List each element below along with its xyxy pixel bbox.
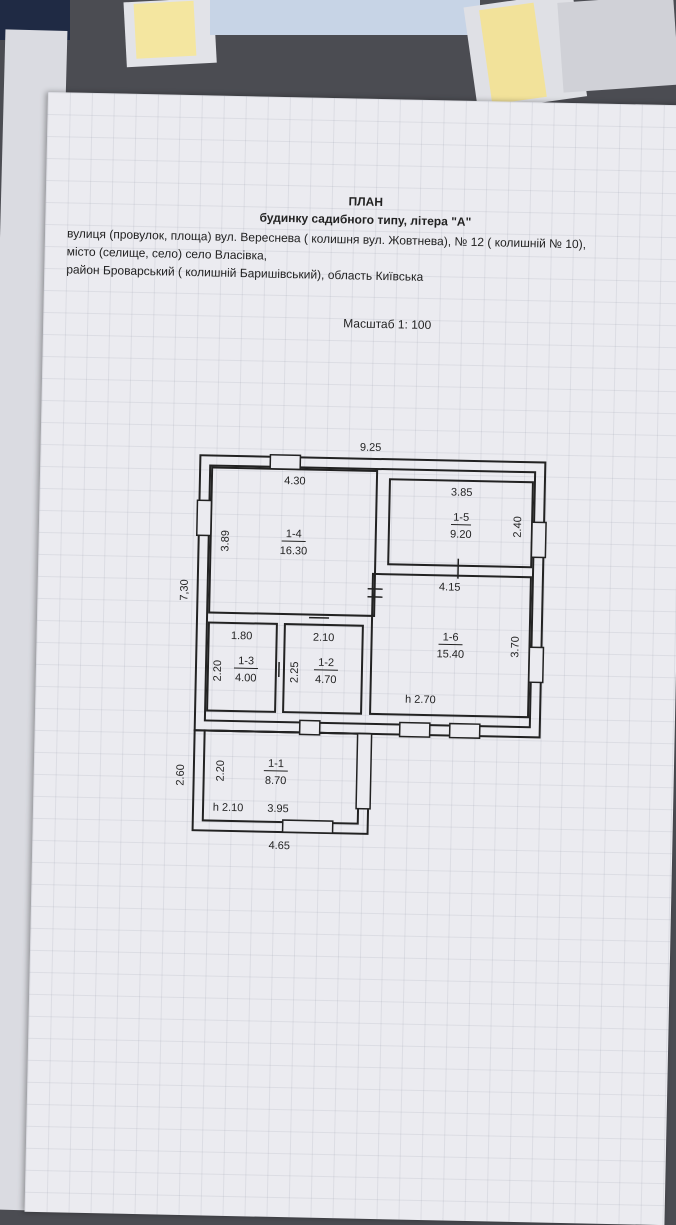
ornament-strip-left	[134, 1, 197, 59]
room-1-6-fraction-line	[439, 644, 463, 645]
room-1-5-length: 2.40	[512, 516, 524, 538]
room-1-4-width: 4.30	[284, 475, 306, 487]
porch-width-label: 4.65	[268, 840, 290, 852]
room-1-1-id: 1-1	[268, 758, 284, 770]
window-porch-bottom	[283, 820, 333, 833]
overall-width-label: 9.25	[360, 442, 382, 454]
room-1-4-length: 3.89	[219, 530, 231, 552]
window-bottom-1	[400, 723, 430, 738]
room-1-4-area: 16.30	[280, 545, 308, 558]
room-1-1-fraction-line	[264, 771, 288, 772]
room-1-1-length: 2.20	[215, 760, 227, 782]
window-left	[197, 500, 212, 535]
room-1-3-width: 1.80	[231, 630, 253, 642]
room-1-6-outline	[370, 574, 531, 717]
room-1-6-width: 4.15	[439, 581, 461, 593]
room-1-2-width: 2.10	[313, 632, 335, 644]
blue-card	[210, 0, 480, 35]
room-1-4-fraction-line	[282, 541, 306, 542]
room-1-3-length: 2.20	[212, 660, 224, 682]
room-1-1-ceiling: h 2.10	[213, 802, 244, 815]
room-1-4-id: 1-4	[286, 528, 302, 540]
room-1-2-fraction-line	[314, 670, 338, 671]
room-1-2-area: 4.70	[315, 674, 337, 686]
window-right-1-5	[531, 522, 546, 557]
plastic-sleeve-far	[557, 0, 676, 93]
porch-height-label: 2.60	[175, 764, 187, 786]
room-1-3-id: 1-3	[238, 655, 254, 667]
room-1-3-area: 4.00	[235, 672, 257, 684]
photo-scene: ПЛАН будинку садибного типу, літера "А" …	[0, 0, 676, 1200]
window-bottom-1-2	[300, 720, 320, 734]
room-1-2-id: 1-2	[318, 657, 334, 669]
room-1-6-ceiling: h 2.70	[405, 694, 436, 707]
room-1-3-fraction-line	[234, 668, 258, 669]
document-page: ПЛАН будинку садибного типу, літера "А" …	[25, 92, 676, 1225]
room-1-5-width: 3.85	[451, 487, 473, 499]
room-1-6-area: 15.40	[436, 648, 464, 661]
room-1-1-area: 8.70	[265, 775, 287, 787]
window-top	[270, 455, 300, 470]
window-right-1-6	[529, 647, 544, 682]
window-porch-side	[356, 734, 372, 809]
room-1-5-area: 9.20	[450, 529, 472, 541]
room-1-5-id: 1-5	[453, 512, 469, 524]
room-1-2-length: 2.25	[289, 661, 301, 683]
scale-label: Масштаб 1: 100	[343, 316, 431, 332]
overall-height-label: 7,30	[178, 579, 190, 601]
room-1-6-length: 3.70	[509, 636, 521, 658]
floor-plan: 9.25 7,30 2.60 4.65 4.30 3.89 1-4 16.30 …	[25, 422, 676, 1195]
room-1-6-id: 1-6	[443, 631, 459, 643]
window-bottom-2	[450, 724, 480, 739]
room-1-1-width: 3.95	[267, 803, 289, 815]
